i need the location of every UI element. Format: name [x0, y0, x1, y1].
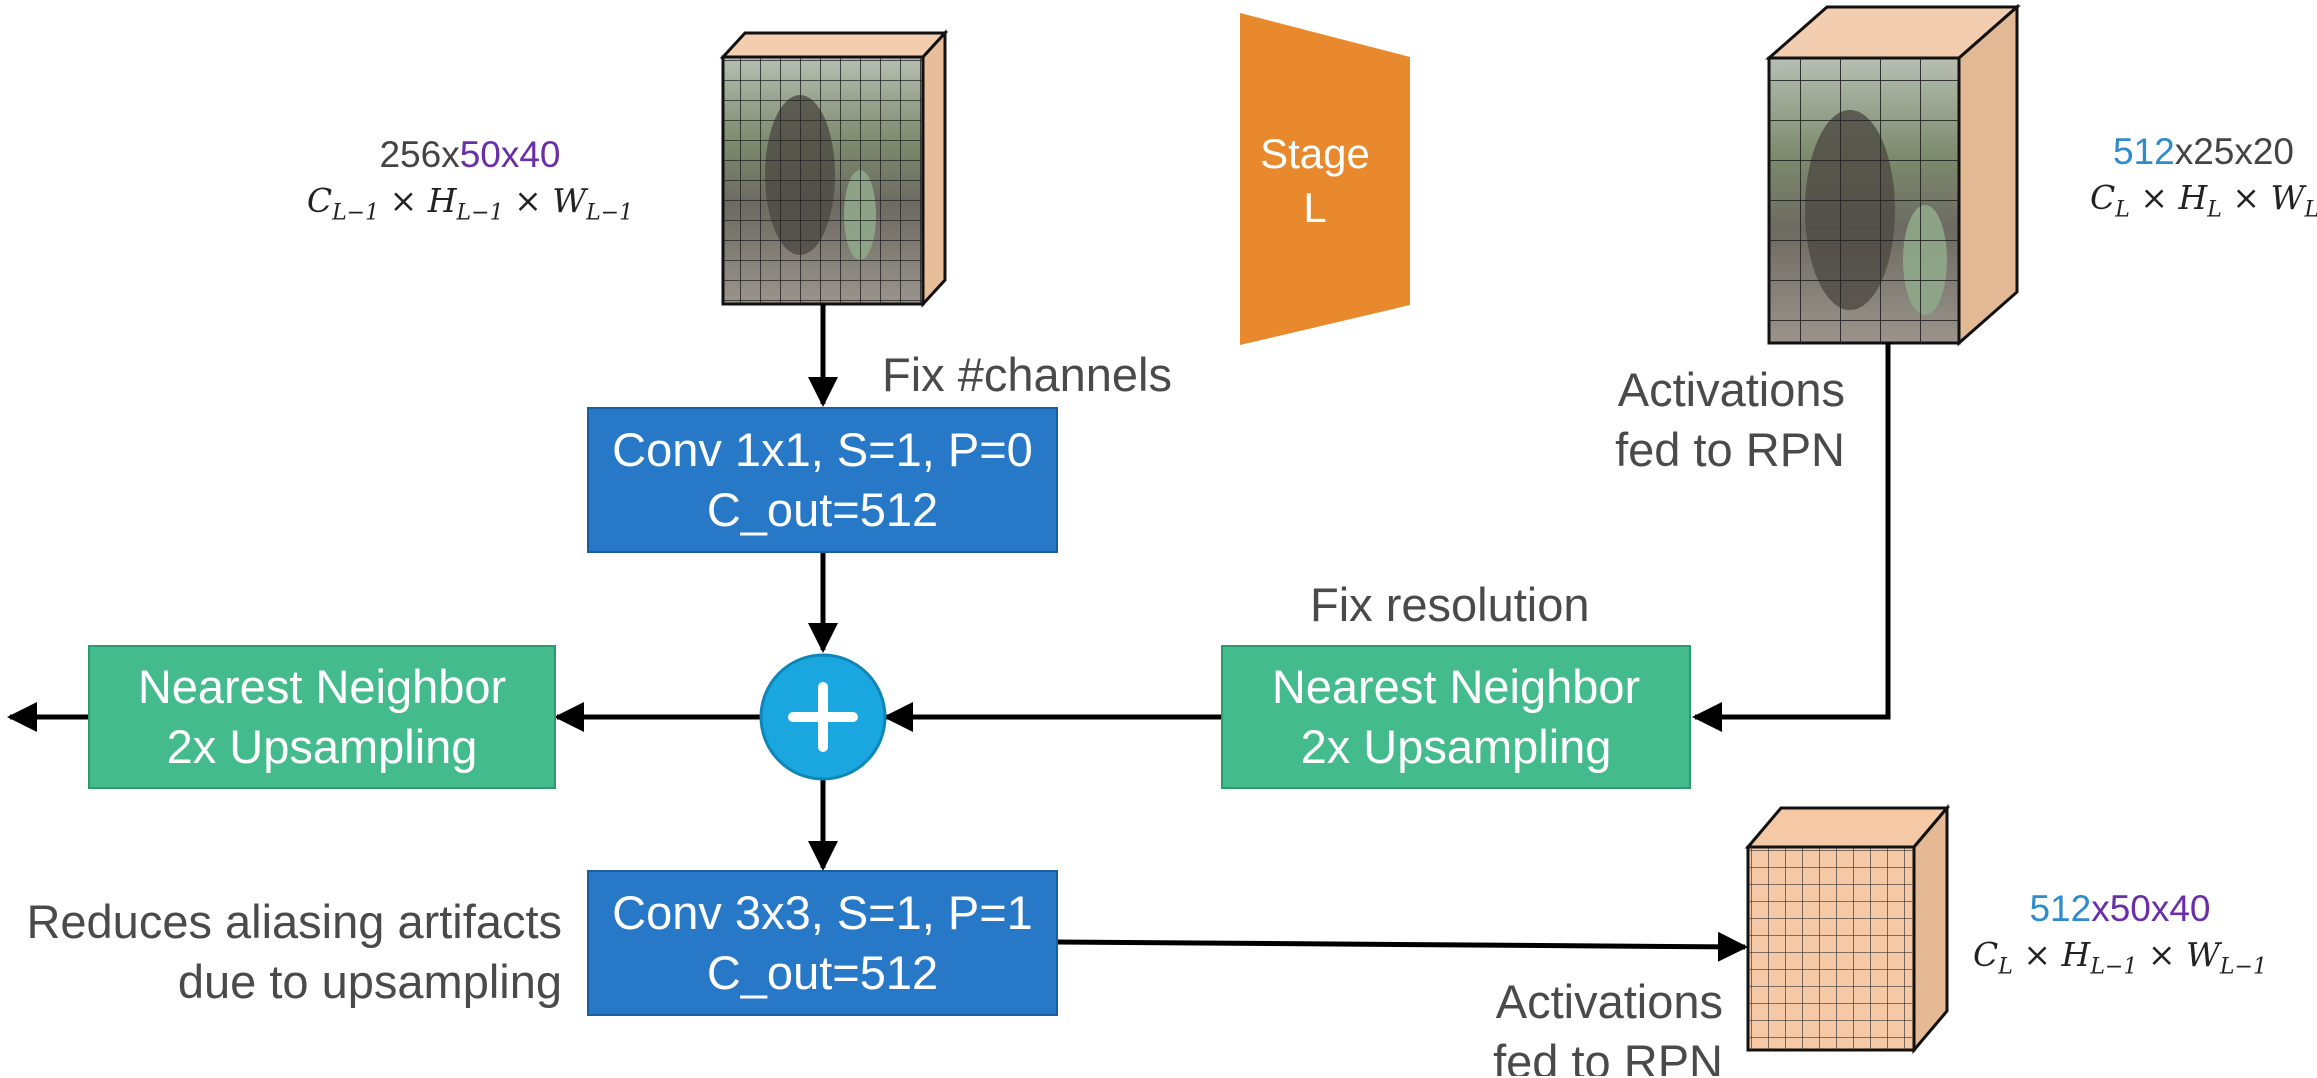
input-channels: 256x: [379, 134, 460, 175]
conv3x3-line1: Conv 3x3, S=1, P=1: [612, 886, 1033, 939]
stage-block-shape: [1240, 13, 1410, 345]
activations-top-label: Activations fed to RPN: [1615, 363, 1845, 476]
conv1x1-line2: C_out=512: [706, 483, 939, 536]
nn-upsample-left-line2: 2x Upsampling: [166, 720, 478, 773]
fix-resolution-label: Fix resolution: [1310, 578, 1590, 631]
input-feature-cube: [719, 29, 949, 308]
nn-upsample-right-box: Nearest Neighbor 2x Upsampling: [1221, 645, 1691, 789]
merged-output-hw: x50x40: [2091, 888, 2211, 929]
conv3x3-line2: C_out=512: [706, 946, 939, 999]
conv3x3-box: Conv 3x3, S=1, P=1 C_out=512: [587, 870, 1058, 1016]
stage-label-line1: Stage: [1260, 130, 1370, 177]
elementwise-add-node: [759, 653, 887, 781]
conv1x1-box: Conv 1x1, S=1, P=0 C_out=512: [587, 407, 1058, 553]
merged-output-cube: [1744, 803, 1951, 1055]
input-hw: 50x40: [459, 134, 561, 175]
nn-upsample-left-box: Nearest Neighbor 2x Upsampling: [88, 645, 556, 789]
nn-upsample-right-line1: Nearest Neighbor: [1271, 660, 1641, 713]
input-dims: 256x50x40 CL−1 × HL−1 × WL−1: [290, 132, 650, 237]
stage-output-dims: 512x25x20 CL × HL × WL: [2090, 129, 2317, 234]
nn-upsample-left-line1: Nearest Neighbor: [137, 660, 507, 713]
arrow-conv3x3-to-output: [1056, 931, 1748, 962]
fix-channels-label: Fix #channels: [882, 348, 1172, 401]
stage-output-hw: x25x20: [2174, 131, 2295, 172]
nn-upsample-right-line2: 2x Upsampling: [1300, 720, 1612, 773]
merged-output-dims: 512x50x40 CL × HL−1 × WL−1: [1970, 886, 2270, 991]
aliasing-note: Reduces aliasing artifacts due to upsamp…: [26, 895, 562, 1008]
arrow-stage-to-upsample: [1692, 343, 1891, 732]
merged-output-channels: 512: [2029, 888, 2092, 929]
merged-output-formula: CL × HL−1 × WL−1: [1973, 935, 2267, 980]
input-formula: CL−1 × HL−1 × WL−1: [306, 181, 634, 226]
stage-label-line2: L: [1303, 184, 1327, 231]
stage-output-channels: 512: [2112, 131, 2175, 172]
stage-output-cube: [1765, 3, 2021, 347]
activations-bottom-label: Activations fed to RPN: [1493, 975, 1723, 1076]
stage-label: Stage L: [1240, 127, 1390, 235]
conv1x1-line1: Conv 1x1, S=1, P=0: [612, 423, 1033, 476]
stage-output-formula: CL × HL × WL: [2090, 178, 2317, 223]
